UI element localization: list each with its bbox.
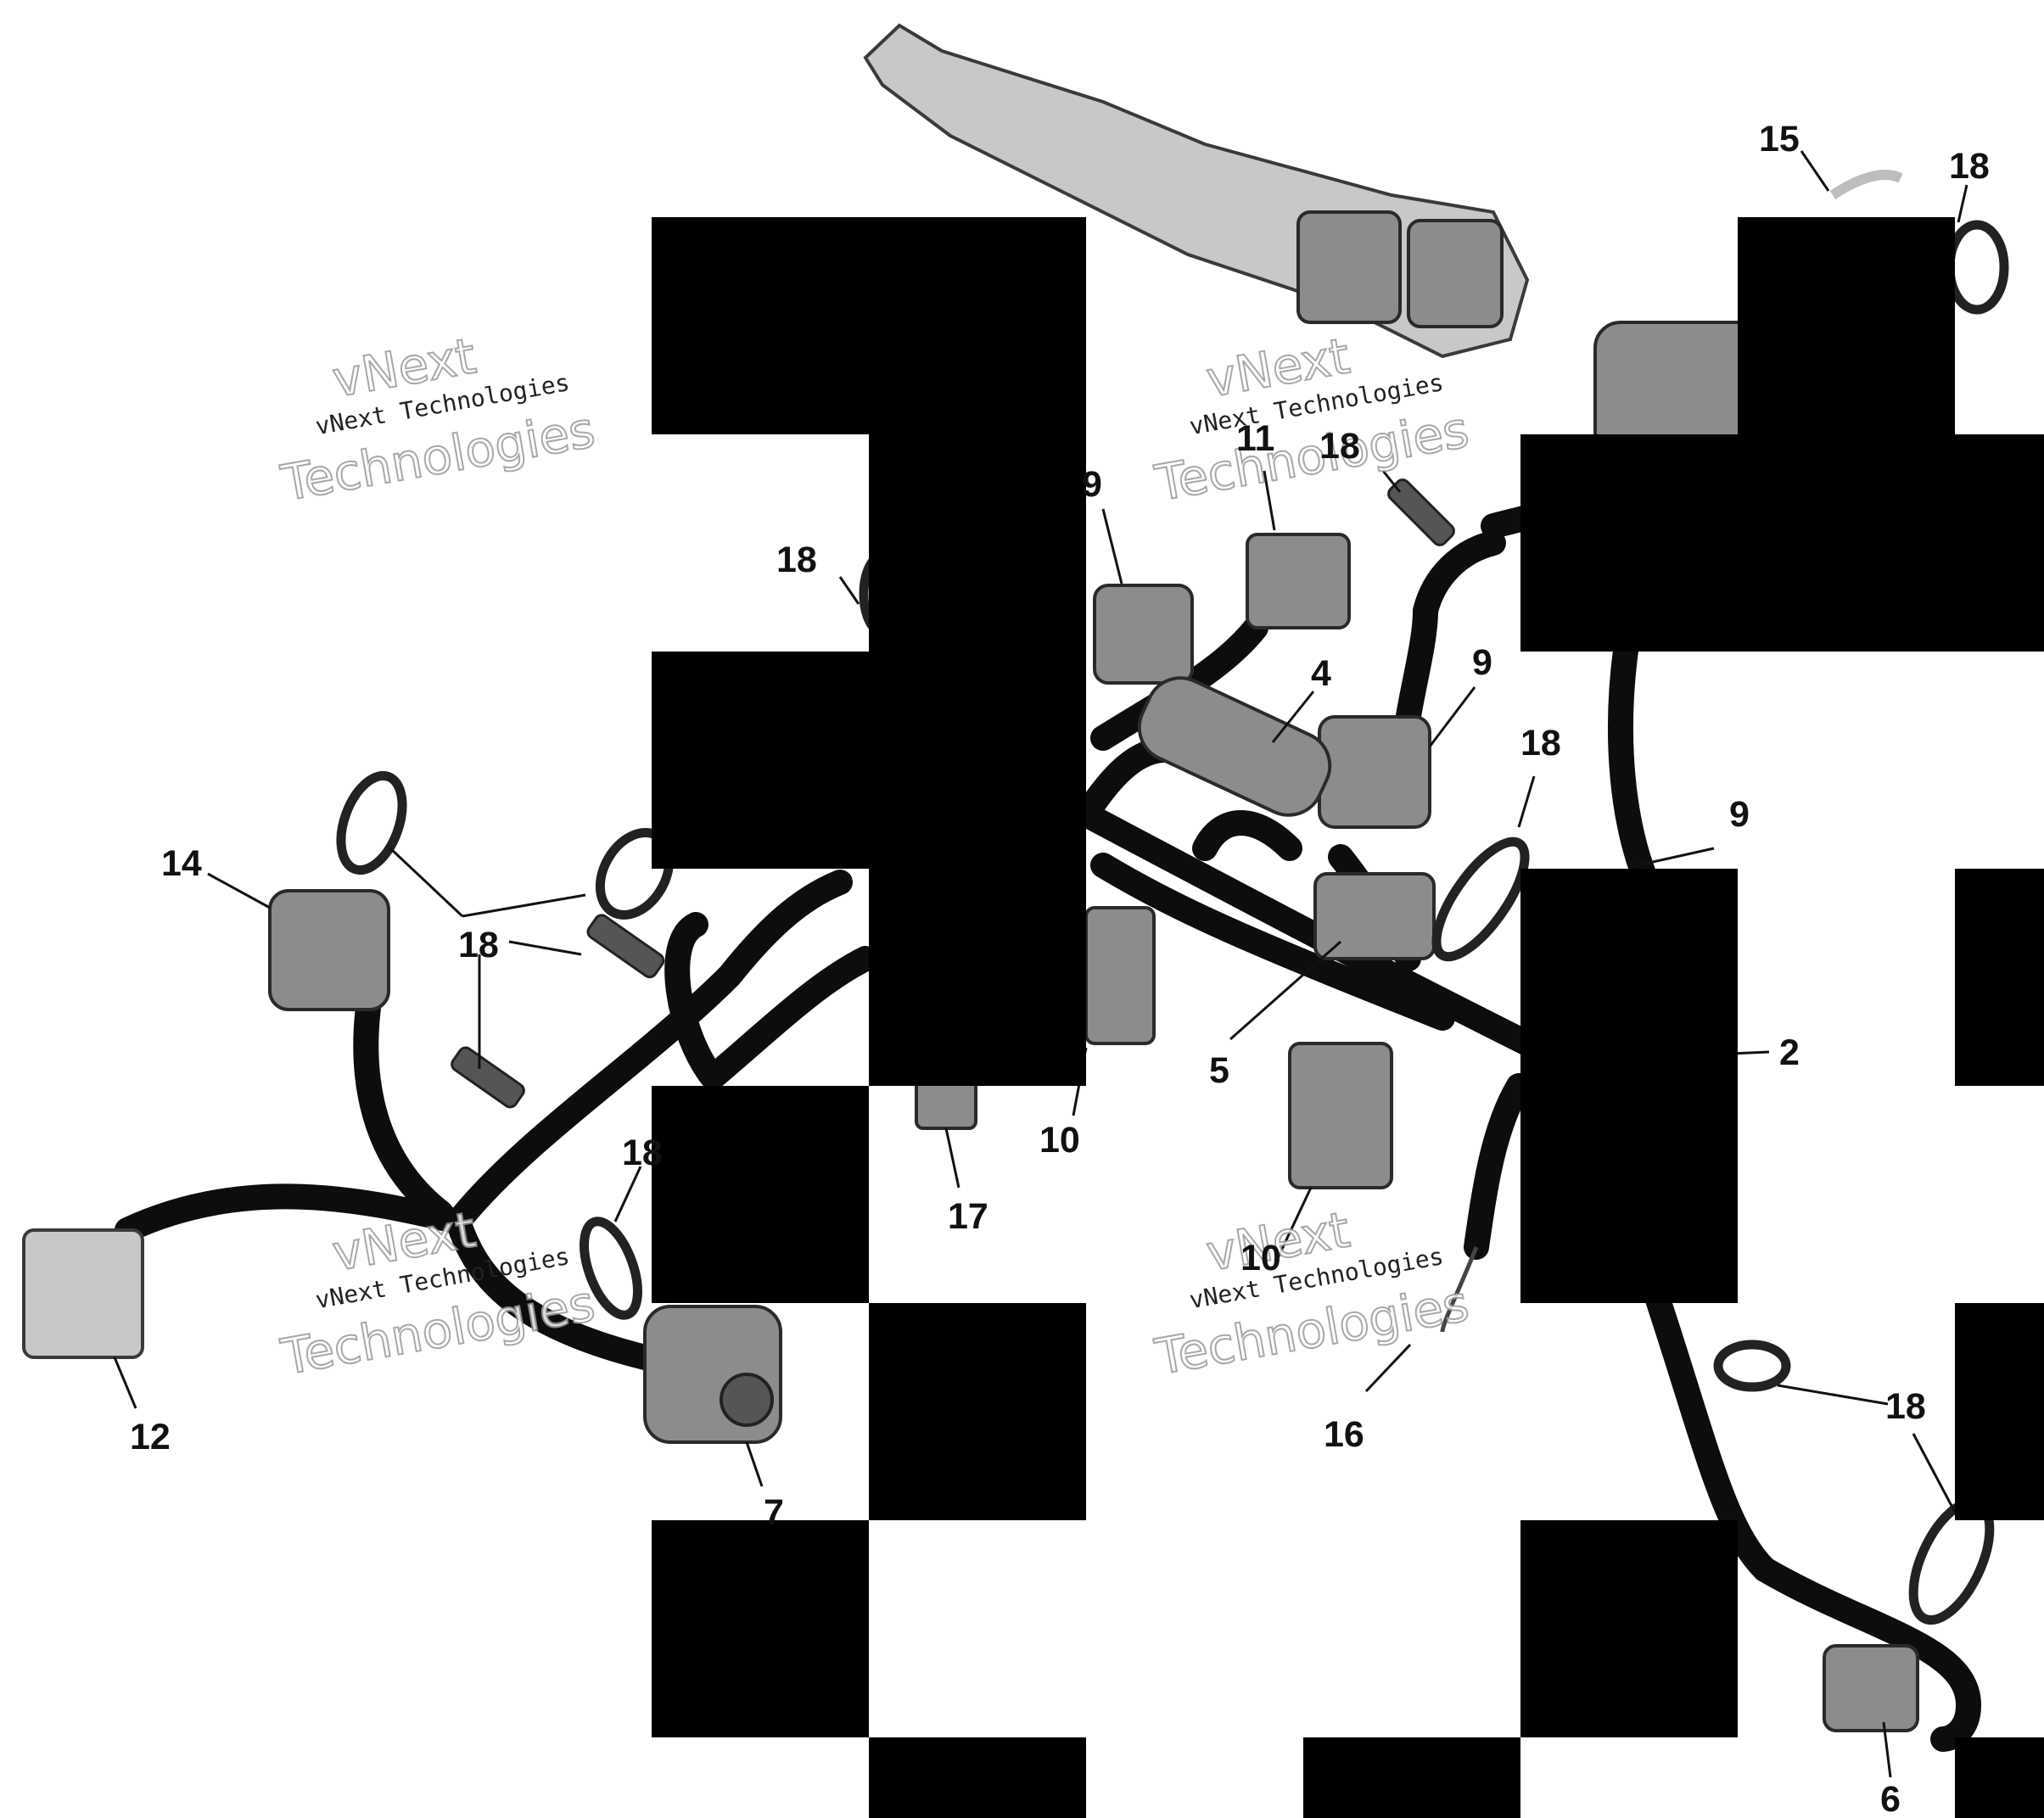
connector-9-right [1318,715,1431,829]
callout-4: 4 [1311,653,1331,694]
connector-4 [1137,676,1332,817]
callout-18: 18 [1949,146,1990,187]
callout-10: 10 [1240,1238,1281,1278]
callout-18: 18 [776,540,817,580]
callout-14: 14 [161,843,202,884]
callout-18: 18 [1885,1386,1926,1427]
connector-10-right [1288,1042,1393,1189]
connector-14 [268,889,390,1011]
callout-12: 12 [130,1417,171,1457]
callout-5: 5 [1209,1050,1229,1091]
callout-16: 16 [1324,1414,1364,1455]
ecm-module [863,23,1530,359]
connector-10-left [1084,906,1156,1045]
callout-9: 9 [1472,642,1492,683]
callout-18: 18 [458,925,499,965]
sensor-15 [1829,170,1903,200]
callout-labels: 15 18 11 18 9 18 4 9 18 9 14 18 2 5 10 1… [130,119,1990,1818]
callout-17: 17 [948,1196,988,1237]
callout-18: 18 [622,1133,663,1173]
watermark-top-left: vNext vNext Technologies Technologies [276,326,600,513]
callout-11: 11 [1236,418,1274,459]
watermark-bottom-right: vNext vNext Technologies Technologies [1150,1200,1474,1387]
connector-5 [1313,872,1436,960]
callout-15: 15 [1759,119,1800,159]
mask-blocks [652,217,2044,1818]
callout-10: 10 [1039,1120,1080,1161]
callout-9: 9 [1082,464,1102,505]
connector-6 [1823,1644,1919,1732]
watermark-bottom-left: vNext vNext Technologies Technologies [276,1200,600,1387]
callout-9: 9 [1729,794,1750,835]
callout-18: 18 [1520,723,1561,764]
callout-7: 7 [764,1492,784,1533]
connector-7 [643,1305,782,1444]
ring-terminal-16 [1440,1246,1479,1333]
connector-12 [22,1228,144,1359]
connector-11 [1246,533,1351,629]
callout-18: 18 [1319,426,1360,467]
callout-2: 2 [1779,1032,1800,1073]
callout-6: 6 [1880,1779,1901,1818]
connector-9-left [1093,584,1194,685]
